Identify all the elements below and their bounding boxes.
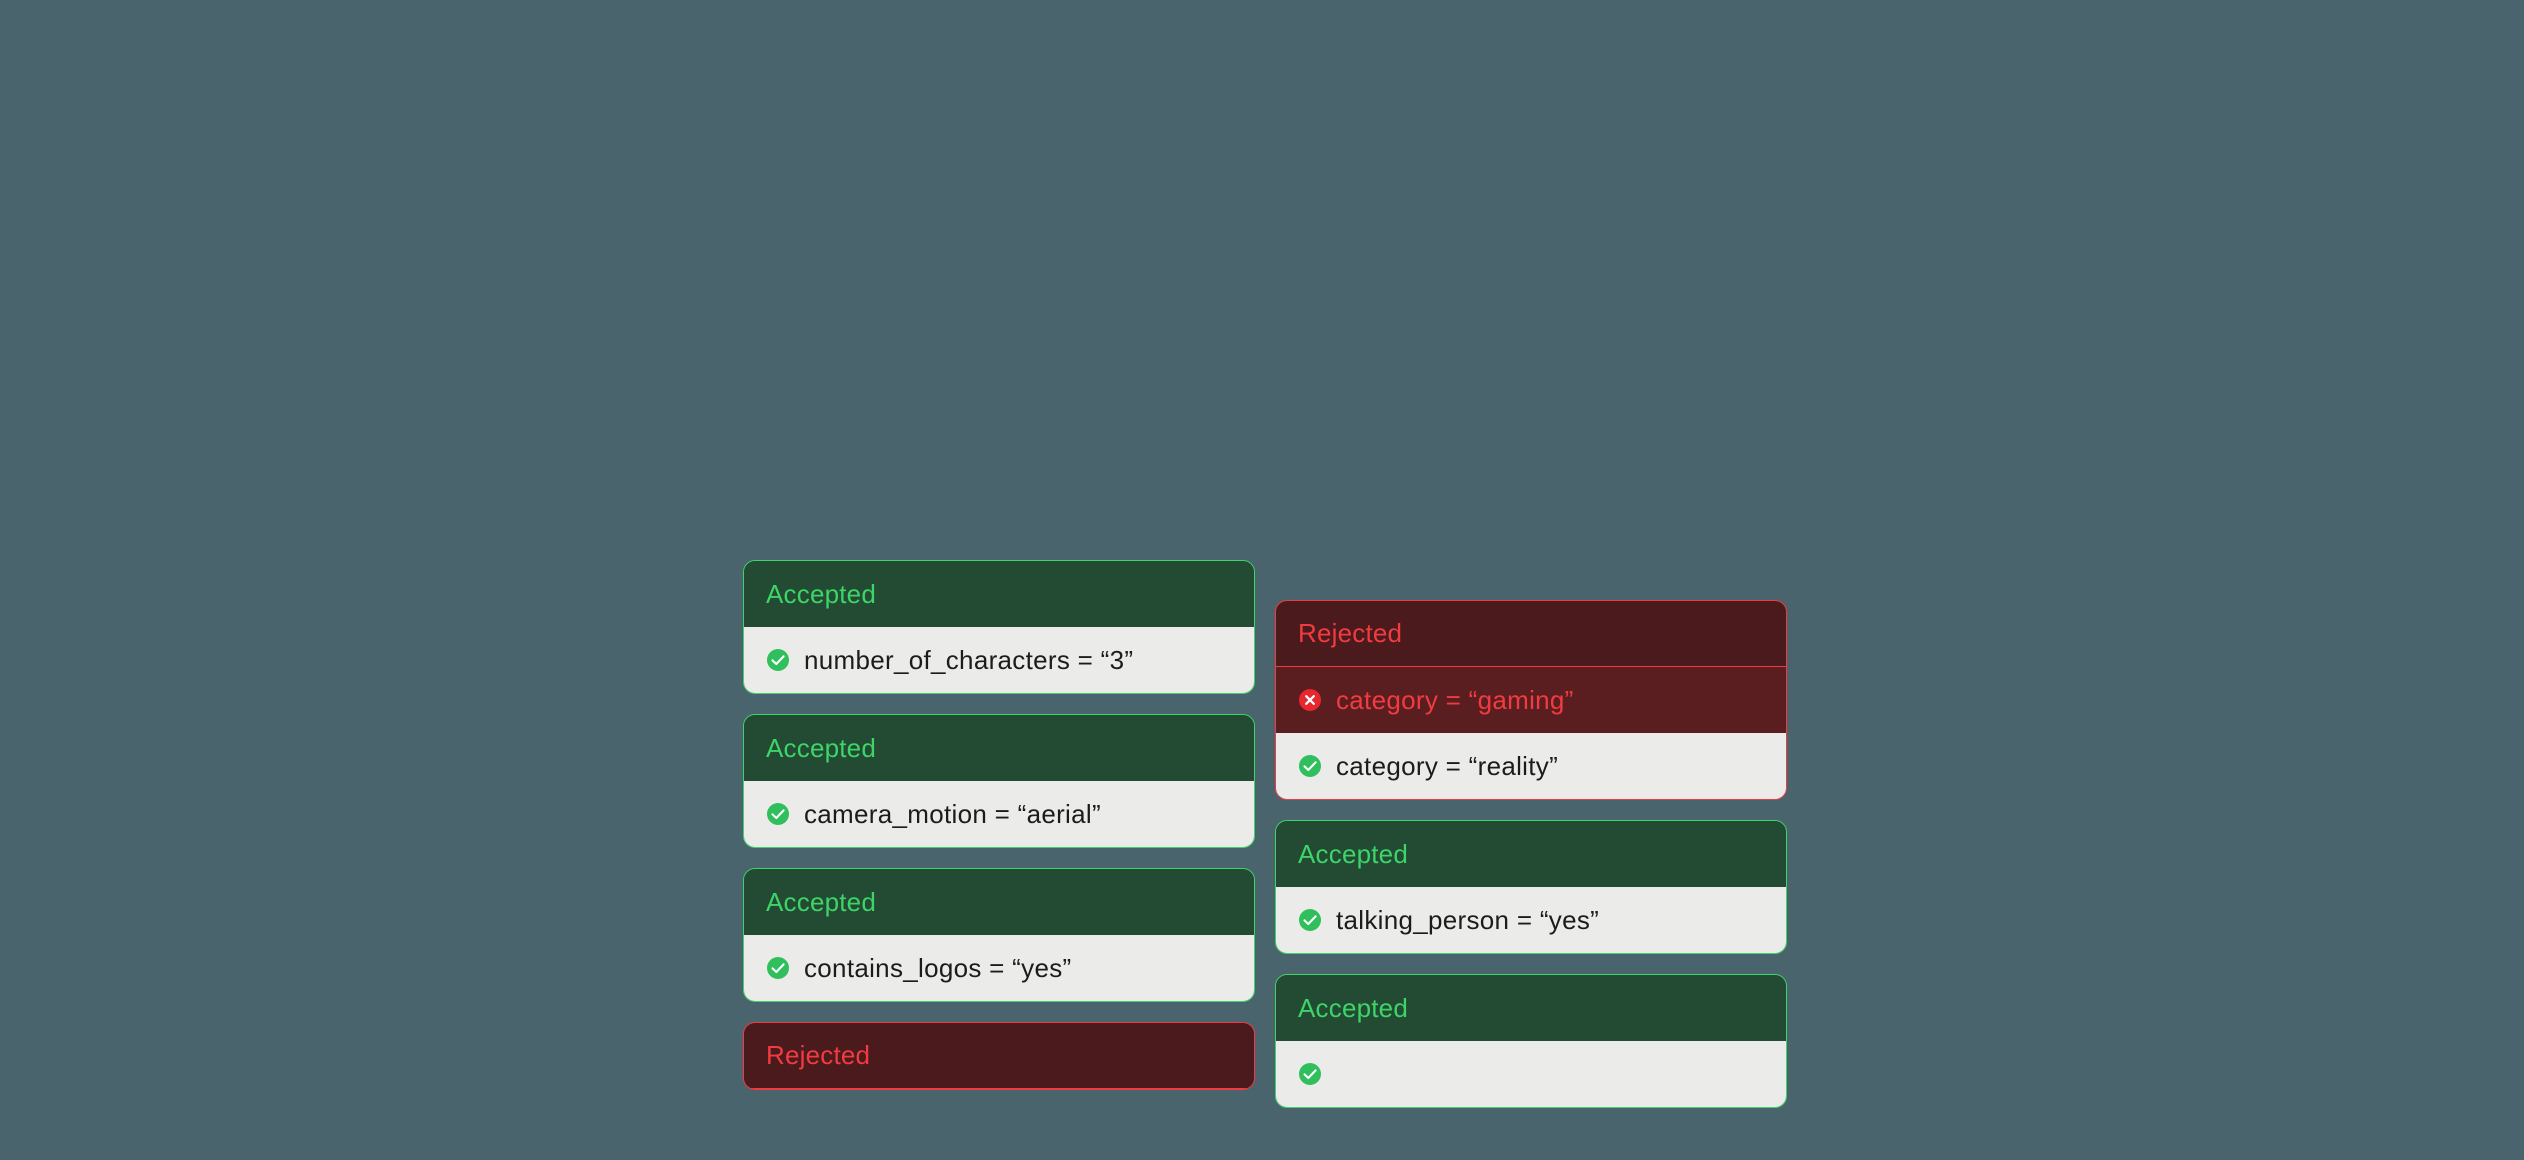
- status-card-rejected[interactable]: Rejected: [743, 1022, 1255, 1090]
- attribute-row[interactable]: number_of_characters = “3”: [744, 627, 1254, 693]
- card-status-label: Accepted: [744, 869, 1254, 935]
- status-card-accepted[interactable]: Accepted contains_logos = “yes”: [743, 868, 1255, 1002]
- card-status-label: Accepted: [744, 715, 1254, 781]
- attribute-row[interactable]: contains_logos = “yes”: [744, 935, 1254, 1001]
- status-card-accepted[interactable]: Accepted: [1275, 974, 1787, 1108]
- attribute-row-text: category = “reality”: [1336, 750, 1559, 781]
- status-card-accepted[interactable]: Accepted camera_motion = “aerial”: [743, 714, 1255, 848]
- right-column: Rejected category = “gaming” category = “r…: [1275, 600, 1787, 1108]
- attribute-row-text: contains_logos = “yes”: [804, 952, 1072, 983]
- card-status-label: Accepted: [1276, 975, 1786, 1041]
- check-circle-icon: [767, 803, 789, 825]
- attribute-row-text: category = “gaming”: [1336, 684, 1574, 715]
- status-card-rejected[interactable]: Rejected category = “gaming” category = “r…: [1275, 600, 1787, 800]
- status-card-accepted[interactable]: Accepted number_of_characters = “3”: [743, 560, 1255, 694]
- attribute-row-text: number_of_characters = “3”: [804, 644, 1134, 675]
- check-circle-icon: [767, 649, 789, 671]
- attribute-row[interactable]: talking_person = “yes”: [1276, 887, 1786, 953]
- attribute-row[interactable]: category = “gaming”: [1276, 667, 1786, 733]
- check-circle-icon: [1299, 909, 1321, 931]
- attribute-row[interactable]: [1276, 1041, 1786, 1107]
- check-circle-icon: [767, 957, 789, 979]
- card-status-label: Accepted: [1276, 821, 1786, 887]
- attribute-row[interactable]: category = “reality”: [1276, 733, 1786, 799]
- x-circle-icon: [1299, 689, 1321, 711]
- attribute-row-text: camera_motion = “aerial”: [804, 798, 1101, 829]
- check-circle-icon: [1299, 755, 1321, 777]
- status-card-accepted[interactable]: Accepted talking_person = “yes”: [1275, 820, 1787, 954]
- attribute-row[interactable]: camera_motion = “aerial”: [744, 781, 1254, 847]
- card-status-label: Rejected: [744, 1023, 1254, 1089]
- card-status-label: Rejected: [1276, 601, 1786, 667]
- card-status-label: Accepted: [744, 561, 1254, 627]
- check-circle-icon: [1299, 1063, 1321, 1085]
- attribute-row-text: talking_person = “yes”: [1336, 904, 1600, 935]
